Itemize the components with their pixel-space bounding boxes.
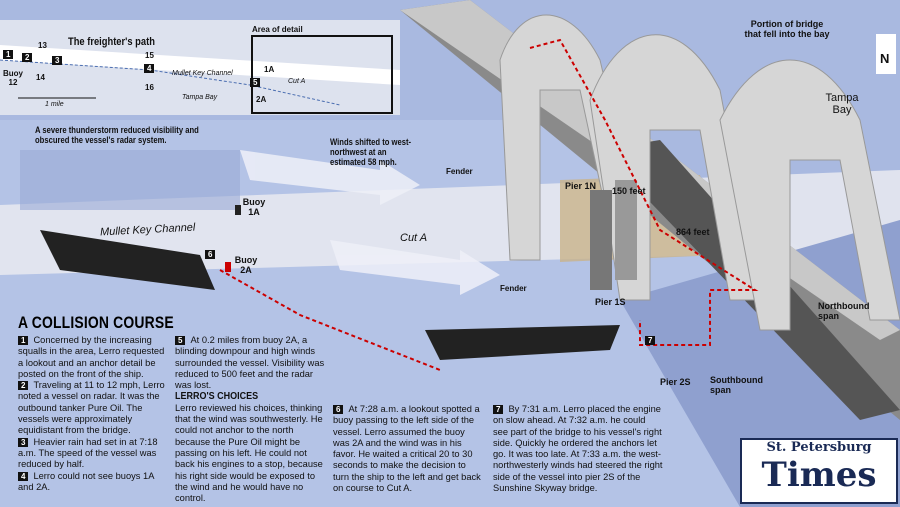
choices-title: LERRO'S CHOICES bbox=[175, 391, 259, 403]
portion-label: Portion of bridge that fell into the bay bbox=[744, 19, 830, 39]
inset-channel-label: Mullet Key Channel bbox=[172, 70, 233, 77]
tampa-bay-label: Tampa Bay bbox=[825, 92, 859, 117]
southbound-label: Southbound span bbox=[710, 375, 763, 395]
northbound-label: Northbound span bbox=[818, 301, 870, 321]
scale-bar-label: 1 mile bbox=[45, 101, 64, 108]
ship-path bbox=[219, 269, 441, 371]
inset-cut-label: Cut A bbox=[288, 78, 306, 85]
cut-a-label: Cut A bbox=[400, 232, 428, 244]
wind-arrows bbox=[240, 150, 500, 295]
winds-label: Winds shifted to west-northwest at an es… bbox=[330, 137, 412, 167]
span-label: 864 feet bbox=[676, 227, 710, 237]
inset-marker-5: 5 bbox=[250, 78, 261, 87]
north-arrow-icon bbox=[876, 34, 896, 74]
inset-marker-4: 4 bbox=[144, 64, 155, 73]
inset-marker-1: 1 bbox=[3, 50, 14, 59]
inset-marker-2: 2 bbox=[22, 53, 33, 62]
marker-7: 7 bbox=[645, 336, 656, 345]
area-of-detail-box bbox=[251, 35, 393, 114]
pier-1n-label: Pier 1N bbox=[565, 181, 597, 191]
buoy-13-label: 13 bbox=[38, 41, 47, 50]
height-label: 150 feet bbox=[612, 186, 646, 196]
article-title: A COLLISION COURSE bbox=[18, 313, 174, 332]
marker-6: 6 bbox=[205, 250, 216, 259]
buoy-2a-icon bbox=[225, 262, 231, 272]
st-petersburg-times-logo: St. Petersburg Times bbox=[740, 438, 898, 504]
pier-1s-label: Pier 1S bbox=[595, 297, 626, 307]
inset-buoy-2a: 2A bbox=[256, 95, 267, 104]
buoy-16-label: 16 bbox=[145, 83, 154, 92]
pier-2s-label: Pier 2S bbox=[660, 377, 691, 387]
collapse-outline bbox=[529, 38, 759, 346]
buoy-15-label: 15 bbox=[145, 51, 154, 60]
inset-bay-label: Tampa Bay bbox=[182, 94, 218, 101]
storm-label: A severe thunderstorm reduced visibility… bbox=[35, 125, 199, 145]
inset-title: The freighter's path bbox=[68, 36, 155, 48]
buoy-12-label: Buoy 12 bbox=[3, 69, 23, 87]
buoy-1a-label: Buoy 1A bbox=[242, 197, 266, 217]
buoy-14-label: 14 bbox=[36, 73, 45, 82]
inset-marker-3: 3 bbox=[52, 56, 63, 65]
fender-label: Fender bbox=[446, 167, 473, 176]
ship-freighter bbox=[40, 230, 215, 290]
fender-label: Fender bbox=[500, 284, 527, 293]
choices-text: Lerro reviewed his choices, thinking tha… bbox=[175, 402, 323, 504]
inset-buoy-1a: 1A bbox=[264, 65, 275, 74]
ship-collision bbox=[425, 325, 620, 360]
area-of-detail-label: Area of detail bbox=[252, 25, 303, 34]
north-label: N bbox=[880, 51, 890, 66]
buoy-2a-label: Buoy 2A bbox=[234, 255, 258, 275]
buoy-1a-icon bbox=[235, 205, 241, 215]
